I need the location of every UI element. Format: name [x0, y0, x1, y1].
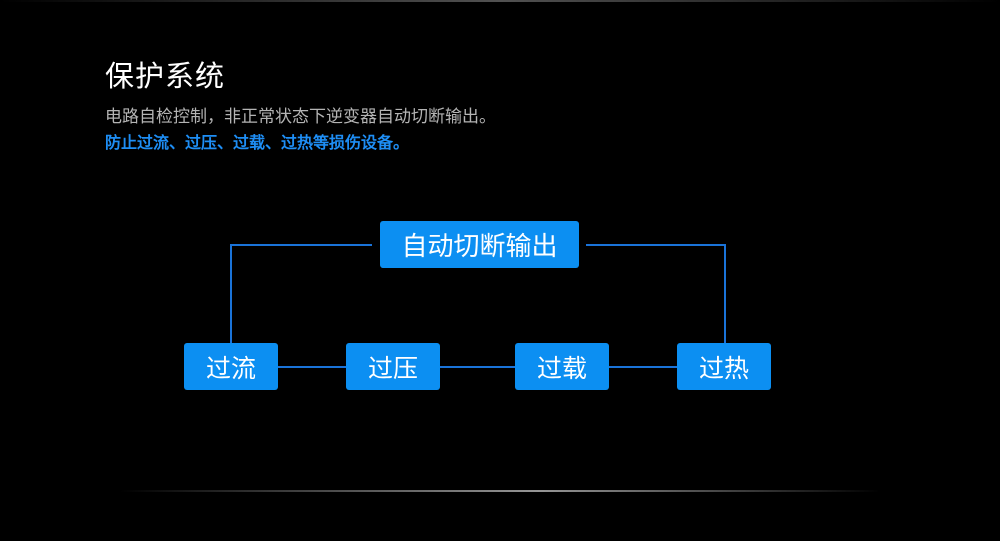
node-overcurrent: 过流 — [184, 343, 278, 390]
section-highlight: 防止过流、过压、过载、过热等损伤设备。 — [105, 133, 410, 152]
node-overvoltage: 过压 — [346, 343, 440, 390]
section-description: 电路自检控制，非正常状态下逆变器自动切断输出。 — [105, 107, 496, 127]
top-divider — [0, 0, 1000, 2]
node-overload: 过载 — [515, 343, 609, 390]
connector-right-loop — [586, 244, 726, 343]
section-title: 保护系统 — [105, 59, 226, 93]
node-overheat: 过热 — [677, 343, 771, 390]
node-auto-cutoff: 自动切断输出 — [380, 221, 579, 268]
connector-left-loop — [230, 244, 372, 343]
bottom-divider — [120, 490, 880, 492]
